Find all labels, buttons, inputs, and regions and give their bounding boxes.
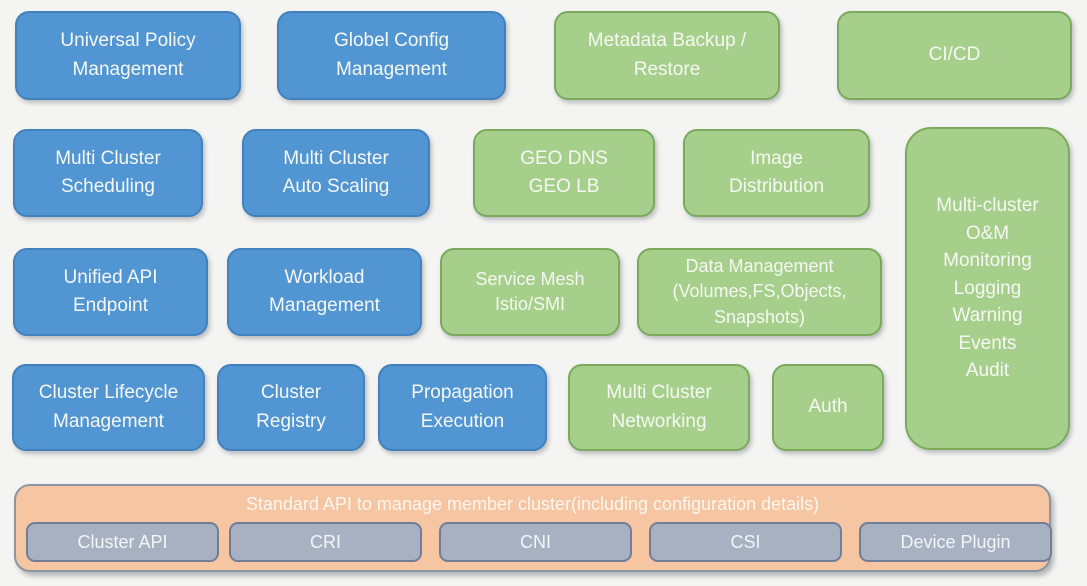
box-cluster-lifecycle-management: Cluster Lifecycle Management [12,364,205,451]
box-image-distribution: Image Distribution [683,129,870,217]
box-multi-cluster-auto-scaling: Multi Cluster Auto Scaling [242,129,430,217]
standard-api-panel: Standard API to manage member cluster(in… [14,484,1052,572]
box-multi-cluster-networking: Multi Cluster Networking [568,364,750,451]
box-multi-cluster-scheduling: Multi Cluster Scheduling [13,129,203,217]
box-auth: Auth [772,364,884,451]
box-universal-policy-management: Universal Policy Management [15,11,241,100]
box-global-config-management: Globel Config Management [277,11,506,100]
box-unified-api-endpoint: Unified API Endpoint [13,248,208,336]
box-cri: CRI [229,522,422,562]
box-multi-cluster-om: Multi-cluster O&M Monitoring Logging War… [905,127,1070,450]
box-cluster-registry: Cluster Registry [217,364,365,451]
box-cni: CNI [439,522,632,562]
box-data-management: Data Management (Volumes,FS,Objects, Sna… [637,248,882,336]
box-metadata-backup-restore: Metadata Backup / Restore [554,11,780,100]
box-ci-cd: CI/CD [837,11,1072,100]
box-geo-dns-geo-lb: GEO DNS GEO LB [473,129,655,217]
box-cluster-api: Cluster API [26,522,219,562]
standard-api-title: Standard API to manage member cluster(in… [245,494,820,514]
box-device-plugin: Device Plugin [859,522,1052,562]
box-workload-management: Workload Management [227,248,422,336]
box-csi: CSI [649,522,842,562]
box-service-mesh: Service Mesh Istio/SMI [440,248,620,336]
box-propagation-execution: Propagation Execution [378,364,547,451]
